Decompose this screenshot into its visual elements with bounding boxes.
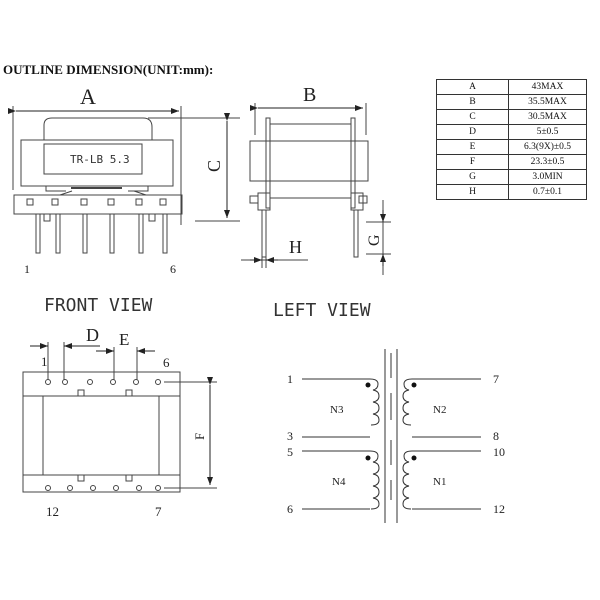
winding-n1: N1 bbox=[433, 476, 446, 488]
dim-b-label: B bbox=[303, 84, 316, 106]
polarity-dots bbox=[365, 382, 417, 461]
page-title: OUTLINE DIMENSION(UNIT:mm): bbox=[3, 62, 214, 77]
front-pin-label-6: 6 bbox=[163, 355, 170, 370]
outline-end-view bbox=[241, 103, 391, 275]
dim-key: E bbox=[436, 139, 509, 155]
dim-f-label: F bbox=[192, 433, 207, 440]
dim-key: D bbox=[436, 124, 509, 140]
front-pin-label-7: 7 bbox=[155, 504, 162, 519]
dim-c-label: C bbox=[204, 160, 224, 172]
schem-pin-12: 12 bbox=[493, 502, 505, 516]
dim-e-label: E bbox=[119, 330, 129, 349]
schem-pin-8: 8 bbox=[493, 429, 499, 443]
dim-value: 43MAX bbox=[508, 79, 587, 95]
dim-key: G bbox=[436, 169, 509, 185]
part-marking: TR-LB 5.3 bbox=[70, 153, 130, 166]
winding-n2: N2 bbox=[433, 404, 446, 416]
schem-pin-1: 1 bbox=[287, 372, 293, 386]
front-view-title: FRONT VIEW bbox=[44, 295, 153, 316]
dim-key: F bbox=[436, 154, 509, 170]
left-view-title: LEFT VIEW bbox=[273, 300, 371, 321]
schem-pin-10: 10 bbox=[493, 445, 505, 459]
dim-key: A bbox=[436, 79, 509, 95]
dim-key: H bbox=[436, 184, 509, 200]
outline-side-view bbox=[8, 106, 240, 254]
dim-value: 35.5MAX bbox=[508, 94, 587, 110]
dim-a-label: A bbox=[80, 84, 96, 109]
schem-pin-6: 6 bbox=[287, 502, 293, 516]
front-pin-label-12: 12 bbox=[46, 504, 59, 519]
dim-value: 0.7±0.1 bbox=[508, 184, 587, 200]
dim-value: 5±0.5 bbox=[508, 124, 587, 140]
dim-g-label: G bbox=[366, 234, 383, 246]
dim-value: 3.0MIN bbox=[508, 169, 587, 185]
winding-n3: N3 bbox=[330, 404, 344, 416]
dim-value: 30.5MAX bbox=[508, 109, 587, 125]
front-pin-label-1: 1 bbox=[41, 354, 48, 369]
dim-value: 23.3±0.5 bbox=[508, 154, 587, 170]
winding-n4: N4 bbox=[332, 476, 346, 488]
dim-key: B bbox=[436, 94, 509, 110]
pin-label-6: 6 bbox=[170, 262, 176, 276]
left-view-schematic bbox=[302, 349, 481, 523]
pin-label-1: 1 bbox=[24, 262, 30, 276]
dim-key: C bbox=[436, 109, 509, 125]
dim-d-label: D bbox=[86, 325, 99, 345]
front-view bbox=[22, 342, 217, 493]
schem-pin-3: 3 bbox=[287, 429, 293, 443]
schem-pin-5: 5 bbox=[287, 445, 293, 459]
schem-pin-7: 7 bbox=[493, 372, 499, 386]
dim-h-label: H bbox=[289, 237, 302, 257]
dim-value: 6.3(9X)±0.5 bbox=[508, 139, 587, 155]
